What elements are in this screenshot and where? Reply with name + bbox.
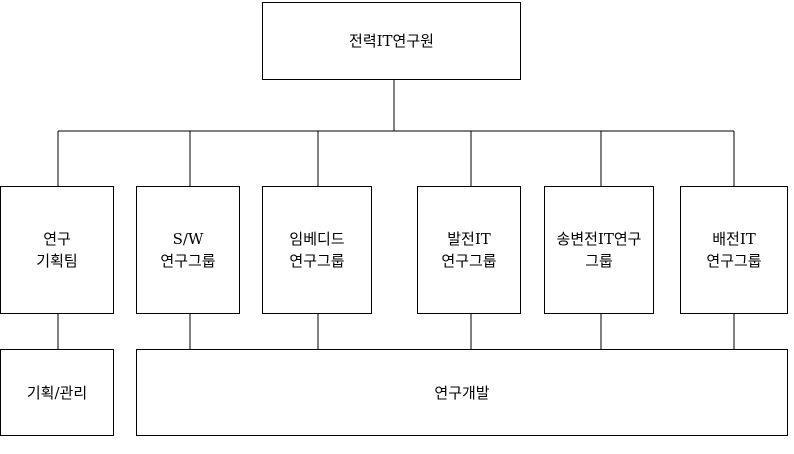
group-box-embedded: 임베디드 연구그룹 [262, 186, 372, 314]
group-box-distribution-it: 배전IT 연구그룹 [680, 186, 788, 314]
planning-management-box: 기획/관리 [0, 349, 114, 436]
planning-management-label: 기획/관리 [26, 383, 88, 402]
group-line1: 발전IT [447, 230, 491, 248]
root-label: 전력IT연구원 [349, 32, 434, 50]
group-line2: 연구그룹 [441, 252, 497, 270]
group-line1: 연구 [43, 230, 71, 248]
group-line1: 배전IT [712, 230, 756, 248]
group-line2: 연구그룹 [160, 252, 216, 270]
research-development-label: 연구개발 [434, 383, 490, 402]
group-box-transmission-it: 송변전IT연구 그룹 [544, 186, 654, 314]
group-line2: 연구그룹 [706, 252, 762, 270]
group-box-research-planning: 연구 기획팀 [0, 186, 114, 314]
group-line2: 기획팀 [36, 252, 78, 270]
group-line2: 연구그룹 [289, 252, 345, 270]
group-line2: 그룹 [585, 252, 613, 270]
group-line1: S/W [172, 230, 204, 248]
research-development-box: 연구개발 [136, 349, 788, 436]
group-line1: 송변전IT연구 [556, 230, 642, 248]
group-box-generation-it: 발전IT 연구그룹 [417, 186, 521, 314]
group-box-sw: S/W 연구그룹 [136, 186, 240, 314]
root-box: 전력IT연구원 [262, 2, 521, 80]
group-line1: 임베디드 [289, 230, 345, 248]
